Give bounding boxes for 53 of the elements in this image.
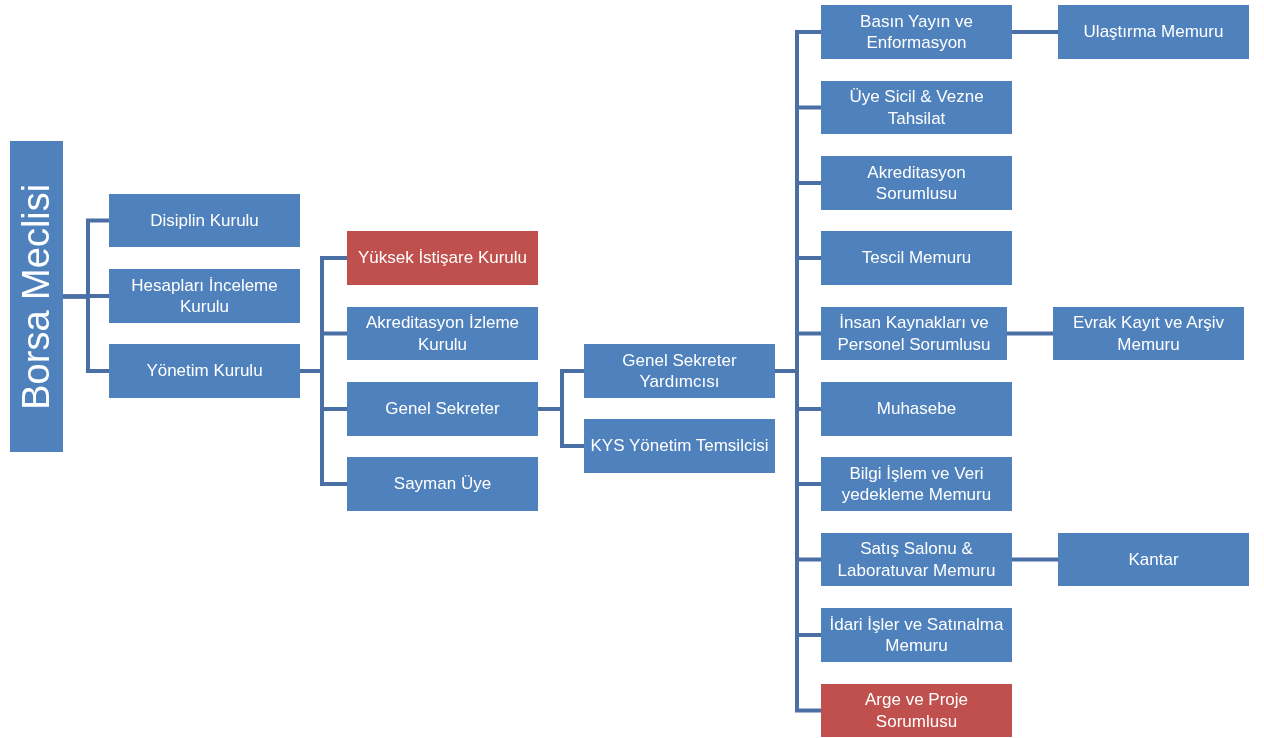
node-label: Basın Yayın ve Enformasyon (859, 10, 974, 54)
node-label: Genel Sekreter (385, 398, 500, 420)
connector-line (1012, 557, 1058, 562)
org-box (821, 81, 1012, 134)
node-label: Akreditasyon İzleme Kurulu (364, 312, 521, 355)
org-box (821, 684, 1012, 737)
org-box (347, 307, 538, 360)
node-label: Sayman Üye (393, 473, 492, 495)
org-box (821, 5, 1012, 59)
node-label: İdari İşler ve Satınalma Memuru (828, 613, 1005, 657)
org-box (584, 419, 775, 473)
org-box (821, 533, 1012, 586)
connector-line (1012, 30, 1058, 34)
connector-line (63, 294, 109, 373)
org-box (1058, 5, 1249, 59)
connector-line (775, 369, 821, 713)
node-label: Muhasebe (876, 398, 957, 420)
node-label: Disiplin Kurulu (150, 209, 259, 232)
org-box (347, 382, 538, 436)
node-label: Ulaştırma Memuru (1083, 21, 1224, 43)
org-box (109, 194, 300, 247)
node-label: Arge ve Proje Sorumlusu (864, 689, 969, 732)
org-box (347, 457, 538, 511)
connector-line (538, 407, 584, 448)
node-label: Yüksek İstişare Kurulu (357, 247, 528, 269)
org-box (821, 156, 1012, 210)
org-box (109, 269, 300, 323)
org-box (1058, 533, 1249, 586)
node-label: Akreditasyon Sorumlusu (866, 161, 967, 205)
node-label: Satış Salonu & Laboratuvar Memuru (836, 538, 997, 581)
node-label: KYS Yönetim Temsilcisi (590, 435, 769, 457)
node-label: Bilgi İşlem ve Veri yedekleme Memuru (840, 462, 993, 506)
org-box (821, 231, 1012, 285)
org-box (1053, 307, 1244, 360)
node-label: Genel Sekreter Yardımcısı (621, 349, 738, 393)
node-label: Tescil Memuru (861, 247, 972, 269)
connector-line (1007, 331, 1053, 336)
node-label: Yönetim Kurulu (146, 360, 263, 382)
connector-line (300, 369, 347, 486)
node-label: Evrak Kayıt ve Arşiv Memuru (1071, 312, 1226, 355)
org-box (10, 141, 63, 452)
org-box (821, 457, 1012, 511)
org-box (347, 231, 538, 285)
org-box (821, 608, 1012, 662)
node-label: Borsa Meclisi (13, 183, 58, 410)
org-box (109, 344, 300, 398)
node-label: İnsan Kaynakları ve Personel Sorumlusu (836, 312, 992, 355)
node-label: Hesapları İnceleme Kurulu (130, 274, 279, 318)
node-label: Kantar (1128, 548, 1179, 571)
org-box (584, 344, 775, 398)
org-box (821, 382, 1012, 436)
node-label: Üye Sicil & Vezne Tahsilat (848, 86, 985, 129)
org-box (821, 307, 1007, 360)
